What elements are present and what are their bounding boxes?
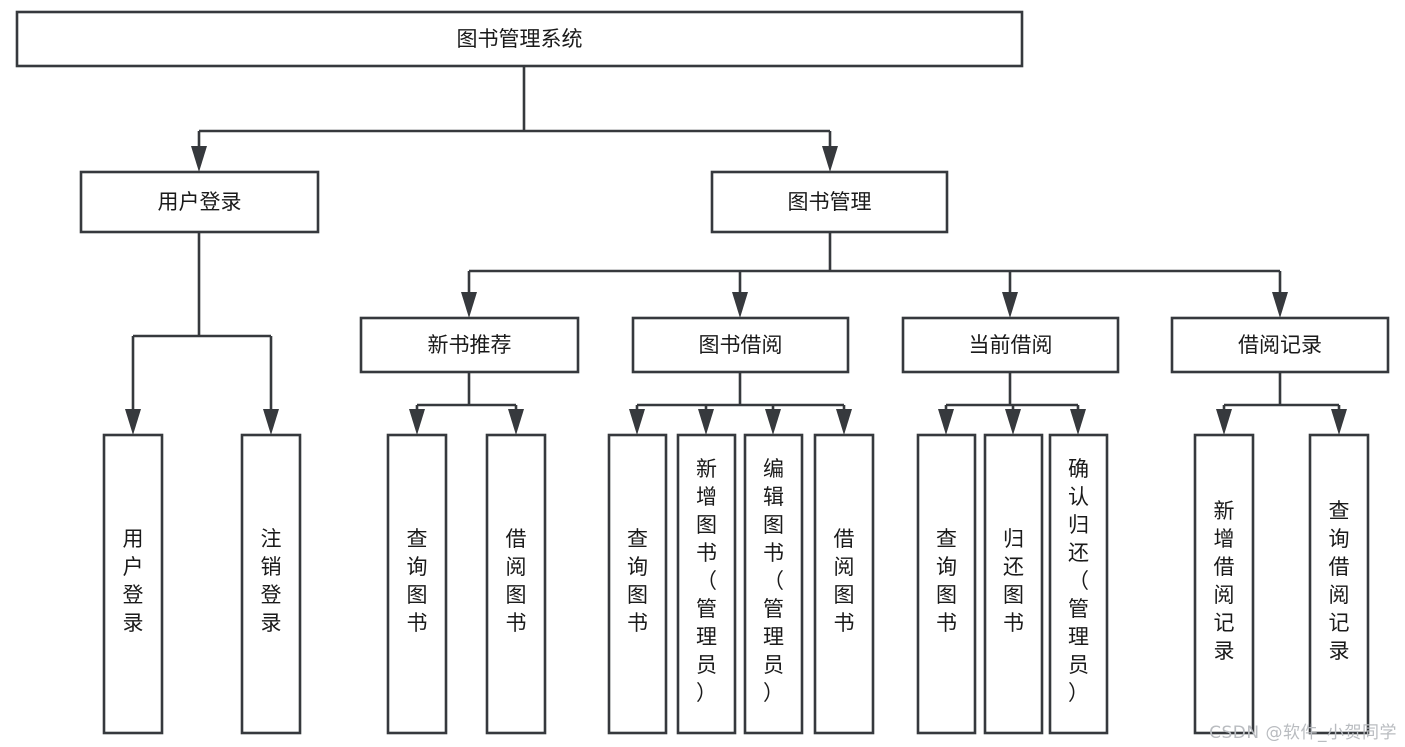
level1-node-1[interactable]: 图书管理 — [710, 170, 949, 234]
leaf-node-4[interactable]: 查询图书 — [607, 433, 668, 735]
connector-new-book-to-leaves — [409, 372, 524, 435]
arrow-head-icon — [938, 409, 954, 435]
node-label: 查询借阅记录 — [1329, 499, 1350, 663]
node-label: 用户登录 — [123, 527, 144, 635]
arrow-head-icon — [1002, 292, 1018, 318]
arrow-head-icon — [822, 146, 838, 172]
node-box[interactable] — [676, 433, 737, 735]
node-box[interactable] — [240, 433, 302, 735]
node-label: 借阅记录 — [1238, 333, 1322, 357]
arrow-head-icon — [461, 292, 477, 318]
level1-node-0[interactable]: 用户登录 — [79, 170, 320, 234]
connector-borrow-record-to-leaves — [1216, 372, 1347, 435]
arrow-head-icon — [263, 409, 279, 435]
arrow-head-icon — [698, 409, 714, 435]
node-label: 确认归还（管理员） — [1068, 457, 1089, 705]
node-box[interactable] — [15, 10, 1024, 68]
arrow-head-icon — [1216, 409, 1232, 435]
arrow-head-icon — [629, 409, 645, 435]
level2-node-3[interactable]: 借阅记录 — [1170, 316, 1390, 374]
leaf-node-8[interactable]: 查询图书 — [916, 433, 977, 735]
arrow-head-icon — [409, 409, 425, 435]
node-label: 注销登录 — [261, 527, 282, 635]
node-box[interactable] — [485, 433, 547, 735]
node-box[interactable] — [813, 433, 875, 735]
node-box[interactable] — [631, 316, 850, 374]
connector-borrow-to-leaves — [629, 372, 852, 435]
node-label: 借阅图书 — [834, 527, 855, 635]
arrow-head-icon — [1272, 292, 1288, 318]
node-box[interactable] — [901, 316, 1120, 374]
node-label: 查询图书 — [936, 527, 957, 635]
arrow-head-icon — [125, 409, 141, 435]
connector-layer — [125, 66, 1347, 435]
arrow-head-icon — [732, 292, 748, 318]
node-box[interactable] — [607, 433, 668, 735]
node-label: 查询图书 — [627, 527, 648, 635]
node-box[interactable] — [79, 170, 320, 234]
node-box[interactable] — [359, 316, 580, 374]
level2-node-0[interactable]: 新书推荐 — [359, 316, 580, 374]
node-box[interactable] — [1048, 433, 1109, 735]
leaf-node-0[interactable]: 用户登录 — [102, 433, 164, 735]
leaf-node-7[interactable]: 借阅图书 — [813, 433, 875, 735]
leaf-node-1[interactable]: 注销登录 — [240, 433, 302, 735]
node-label: 归还图书 — [1003, 527, 1024, 635]
node-label: 新增图书（管理员） — [696, 457, 717, 705]
node-label: 当前借阅 — [969, 333, 1053, 357]
csdn-watermark: CSDN @软件_小贺同学 — [1209, 723, 1397, 743]
node-label: 图书借阅 — [699, 333, 783, 357]
node-label: 图书管理 — [788, 190, 872, 214]
node-label: 图书管理系统 — [457, 27, 583, 51]
leaf-node-5[interactable]: 新增图书（管理员） — [676, 433, 737, 735]
node-box[interactable] — [102, 433, 164, 735]
level2-node-1[interactable]: 图书借阅 — [631, 316, 850, 374]
connector-current-borrow-to-leaves — [938, 372, 1086, 435]
node-box[interactable] — [1170, 316, 1390, 374]
arrow-head-icon — [1005, 409, 1021, 435]
arrow-head-icon — [191, 146, 207, 172]
leaf-node-12[interactable]: 查询借阅记录 — [1308, 433, 1370, 735]
node-label: 编辑图书（管理员） — [763, 457, 784, 705]
node-box[interactable] — [983, 433, 1044, 735]
arrow-head-icon — [1331, 409, 1347, 435]
node-box[interactable] — [916, 433, 977, 735]
node-label: 新增借阅记录 — [1214, 499, 1235, 663]
leaf-node-10[interactable]: 确认归还（管理员） — [1048, 433, 1109, 735]
node-label: 用户登录 — [158, 190, 242, 214]
node-label: 借阅图书 — [506, 527, 527, 635]
leaf-node-11[interactable]: 新增借阅记录 — [1193, 433, 1255, 735]
level2-node-2[interactable]: 当前借阅 — [901, 316, 1120, 374]
leaf-node-6[interactable]: 编辑图书（管理员） — [743, 433, 804, 735]
arrow-head-icon — [1070, 409, 1086, 435]
arrow-head-icon — [508, 409, 524, 435]
arrow-head-icon — [765, 409, 781, 435]
leaf-node-2[interactable]: 查询图书 — [386, 433, 448, 735]
node-box[interactable] — [710, 170, 949, 234]
node-box[interactable] — [1193, 433, 1255, 735]
arrow-head-icon — [836, 409, 852, 435]
root-node-0[interactable]: 图书管理系统 — [15, 10, 1024, 68]
connector-user-login-to-leaves — [125, 232, 279, 435]
node-label: 新书推荐 — [428, 333, 512, 357]
node-label: 查询图书 — [407, 527, 428, 635]
node-layer: 图书管理系统用户登录图书管理新书推荐图书借阅当前借阅借阅记录用户登录注销登录查询… — [15, 10, 1390, 735]
leaf-node-3[interactable]: 借阅图书 — [485, 433, 547, 735]
leaf-node-9[interactable]: 归还图书 — [983, 433, 1044, 735]
connector-root-to-level1 — [191, 66, 838, 172]
node-box[interactable] — [1308, 433, 1370, 735]
node-box[interactable] — [386, 433, 448, 735]
connector-book-mgmt-to-level2 — [461, 232, 1288, 318]
node-box[interactable] — [743, 433, 804, 735]
